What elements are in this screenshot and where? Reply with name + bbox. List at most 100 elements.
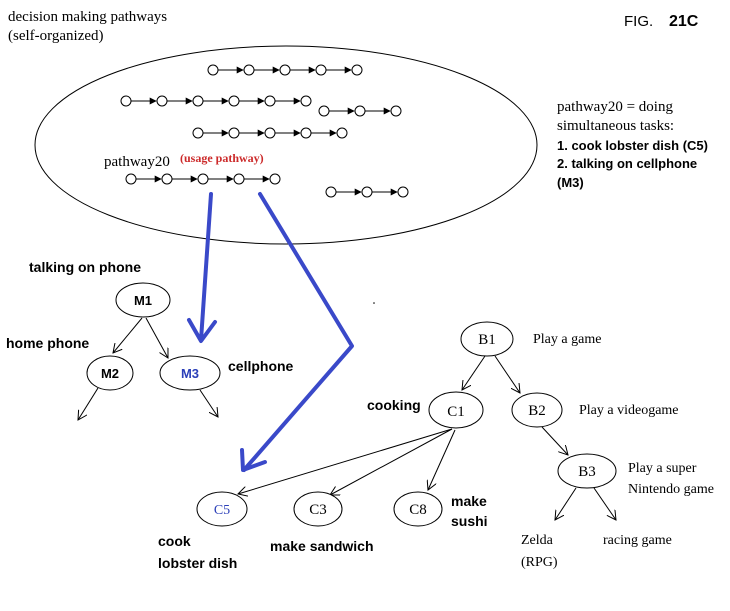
node-m2 <box>86 355 134 391</box>
edge-m1-m2 <box>113 317 143 353</box>
edge-c1-c8 <box>428 429 456 490</box>
chain-2-node-0 <box>318 105 330 117</box>
region-title-line2: (self-organized) <box>8 28 104 44</box>
stray-dot <box>373 302 375 304</box>
pathway20-label: pathway20 <box>104 154 170 170</box>
usage-pathway-tag: (usage pathway) <box>180 151 264 165</box>
chain-3-node-4 <box>336 127 348 139</box>
edge-b1-c1 <box>462 355 486 390</box>
chain-4-node-1 <box>161 173 173 185</box>
c8-description-line2: sushi <box>451 513 488 529</box>
node-c8-label: C8 <box>409 502 427 518</box>
chain-1-node-1 <box>156 95 168 107</box>
tree-m: talking on phone M1 M2 M3 home phone cel… <box>6 259 294 420</box>
chain-0-node-2 <box>279 64 291 76</box>
node-c1 <box>428 391 484 429</box>
chain-4-node-3 <box>233 173 245 185</box>
node-b1-label: B1 <box>478 332 496 348</box>
node-b3-label: B3 <box>578 464 596 480</box>
node-c5 <box>196 491 248 527</box>
node-m1 <box>115 282 171 318</box>
figure-label-number: 21C <box>669 13 699 30</box>
c5-description-line2: lobster dish <box>158 555 237 571</box>
b3-description-line1: Play a super <box>628 461 697 476</box>
node-c3 <box>293 491 343 527</box>
leaf-zelda-line1: Zelda <box>521 533 554 548</box>
node-b3 <box>557 453 617 489</box>
node-c8 <box>393 491 443 527</box>
tree-m-title: talking on phone <box>29 259 141 275</box>
chain-3-node-2 <box>264 127 276 139</box>
chain-1-node-5 <box>300 95 312 107</box>
usage-arrow-to-c5-shaft <box>242 192 354 472</box>
region-title-line1: decision making pathways <box>8 9 167 25</box>
chain-5-node-2 <box>397 186 409 198</box>
usage-arrows <box>187 192 354 472</box>
m2-description: home phone <box>6 335 89 351</box>
chain-3-node-1 <box>228 127 240 139</box>
usage-arrow-to-m3-head <box>187 318 217 343</box>
usage-arrow-to-c5-head <box>240 448 267 472</box>
chain-4-node-0 <box>125 173 137 185</box>
b1-description: Play a game <box>533 332 601 347</box>
tree-c: C1 cooking C5 C3 C8 cook lobster dish ma… <box>158 391 488 571</box>
node-c5-label: C5 <box>214 503 230 518</box>
chain-5-node-1 <box>361 186 373 198</box>
node-m2-label: M2 <box>101 366 119 381</box>
edge-m1-m3 <box>145 317 168 358</box>
note-task2: 2. talking on cellphone <box>557 156 697 171</box>
m3-description: cellphone <box>228 358 294 374</box>
pathway-region-ellipse <box>34 45 538 245</box>
edge-c1-c5 <box>238 428 453 494</box>
node-m1-label: M1 <box>134 293 152 308</box>
figure-label: FIG. 21C <box>624 13 699 30</box>
chain-0-node-4 <box>351 64 363 76</box>
node-m3 <box>159 355 221 391</box>
pathway-chains <box>120 64 409 198</box>
chain-0-node-0 <box>207 64 219 76</box>
chain-5-node-0 <box>325 186 337 198</box>
edge-b3-zelda <box>555 487 577 520</box>
edge-b2-b3 <box>541 426 568 455</box>
chain-0-node-3 <box>315 64 327 76</box>
chain-1-node-4 <box>264 95 276 107</box>
leaf-zelda-line2: (RPG) <box>521 555 558 570</box>
chain-4-node-2 <box>197 173 209 185</box>
node-c3-label: C3 <box>309 502 327 518</box>
chain-2-node-2 <box>390 105 402 117</box>
note-line1: pathway20 = doing <box>557 99 673 115</box>
note-line2: simultaneous tasks: <box>557 118 674 134</box>
node-b2 <box>511 392 563 428</box>
c3-description: make sandwich <box>270 538 374 554</box>
note-task1: 1. cook lobster dish (C5) <box>557 138 708 153</box>
node-b2-label: B2 <box>528 403 546 419</box>
note-task2b: (M3) <box>557 175 584 190</box>
node-m3-label: M3 <box>181 366 199 381</box>
node-c1-label: C1 <box>447 404 465 420</box>
edge-m3-down <box>199 389 218 417</box>
figure-label-prefix: FIG. <box>624 13 653 30</box>
c8-description-line1: make <box>451 493 487 509</box>
chain-2-node-1 <box>354 105 366 117</box>
chain-1-node-2 <box>192 95 204 107</box>
c1-description: cooking <box>367 397 421 413</box>
chain-3-node-3 <box>300 127 312 139</box>
node-b1 <box>460 321 514 357</box>
pathway-note: pathway20 = doing simultaneous tasks: 1.… <box>557 99 708 190</box>
chain-1-node-0 <box>120 95 132 107</box>
b2-description: Play a videogame <box>579 403 679 418</box>
leaf-racing-game: racing game <box>603 533 672 548</box>
chain-0-node-1 <box>243 64 255 76</box>
edge-b3-racing <box>593 487 616 520</box>
b3-description-line2: Nintendo game <box>628 482 714 497</box>
edge-c1-c3 <box>330 428 453 495</box>
usage-arrow-to-m3-shaft <box>199 192 213 342</box>
tree-b: B1 Play a game B2 Play a videogame B3 Pl… <box>460 321 714 570</box>
chain-4-node-4 <box>269 173 281 185</box>
edge-b1-b2 <box>494 355 520 393</box>
c5-description-line1: cook <box>158 533 191 549</box>
chain-1-node-3 <box>228 95 240 107</box>
edge-m2-down <box>78 387 99 420</box>
chain-3-node-0 <box>192 127 204 139</box>
